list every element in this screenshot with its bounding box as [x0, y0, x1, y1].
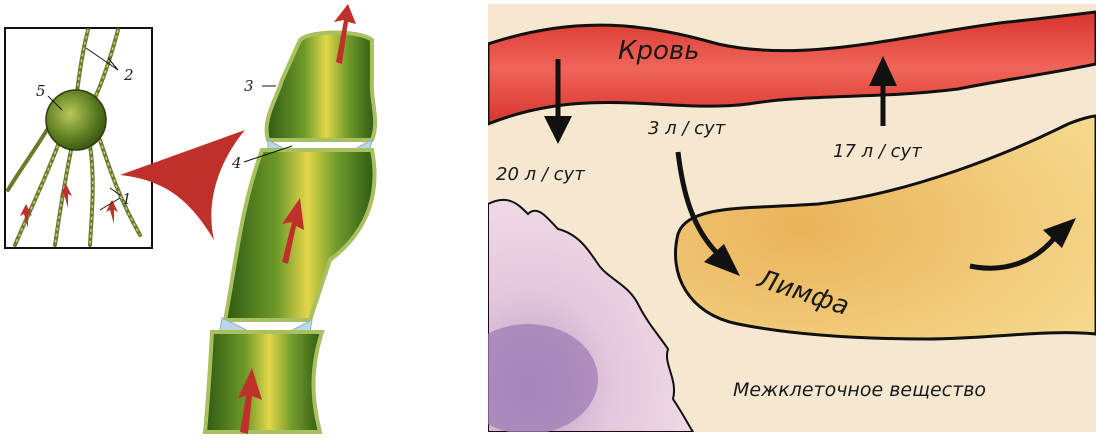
- label-3: 3: [244, 77, 254, 95]
- lymph-node: [46, 90, 106, 150]
- filtration-rate: 20 л / сут: [496, 164, 585, 185]
- lymph-vessel-figure: 5 2 1 3 4: [0, 0, 470, 441]
- fluid-exchange-figure: Кровь Лимфа Межклеточное вещество 20 л /…: [488, 4, 1096, 432]
- reabsorption-rate: 17 л / сут: [833, 141, 922, 162]
- lymph-formation-rate: 3 л / сут: [648, 118, 726, 139]
- blood-label: Кровь: [618, 36, 700, 66]
- label-5: 5: [36, 82, 46, 100]
- interstitial-label: Межклеточное вещество: [733, 379, 986, 401]
- label-4: 4: [231, 154, 242, 172]
- inset-panel: 5 2 1: [5, 28, 152, 248]
- label-1: 1: [122, 190, 132, 208]
- label-2: 2: [123, 66, 134, 84]
